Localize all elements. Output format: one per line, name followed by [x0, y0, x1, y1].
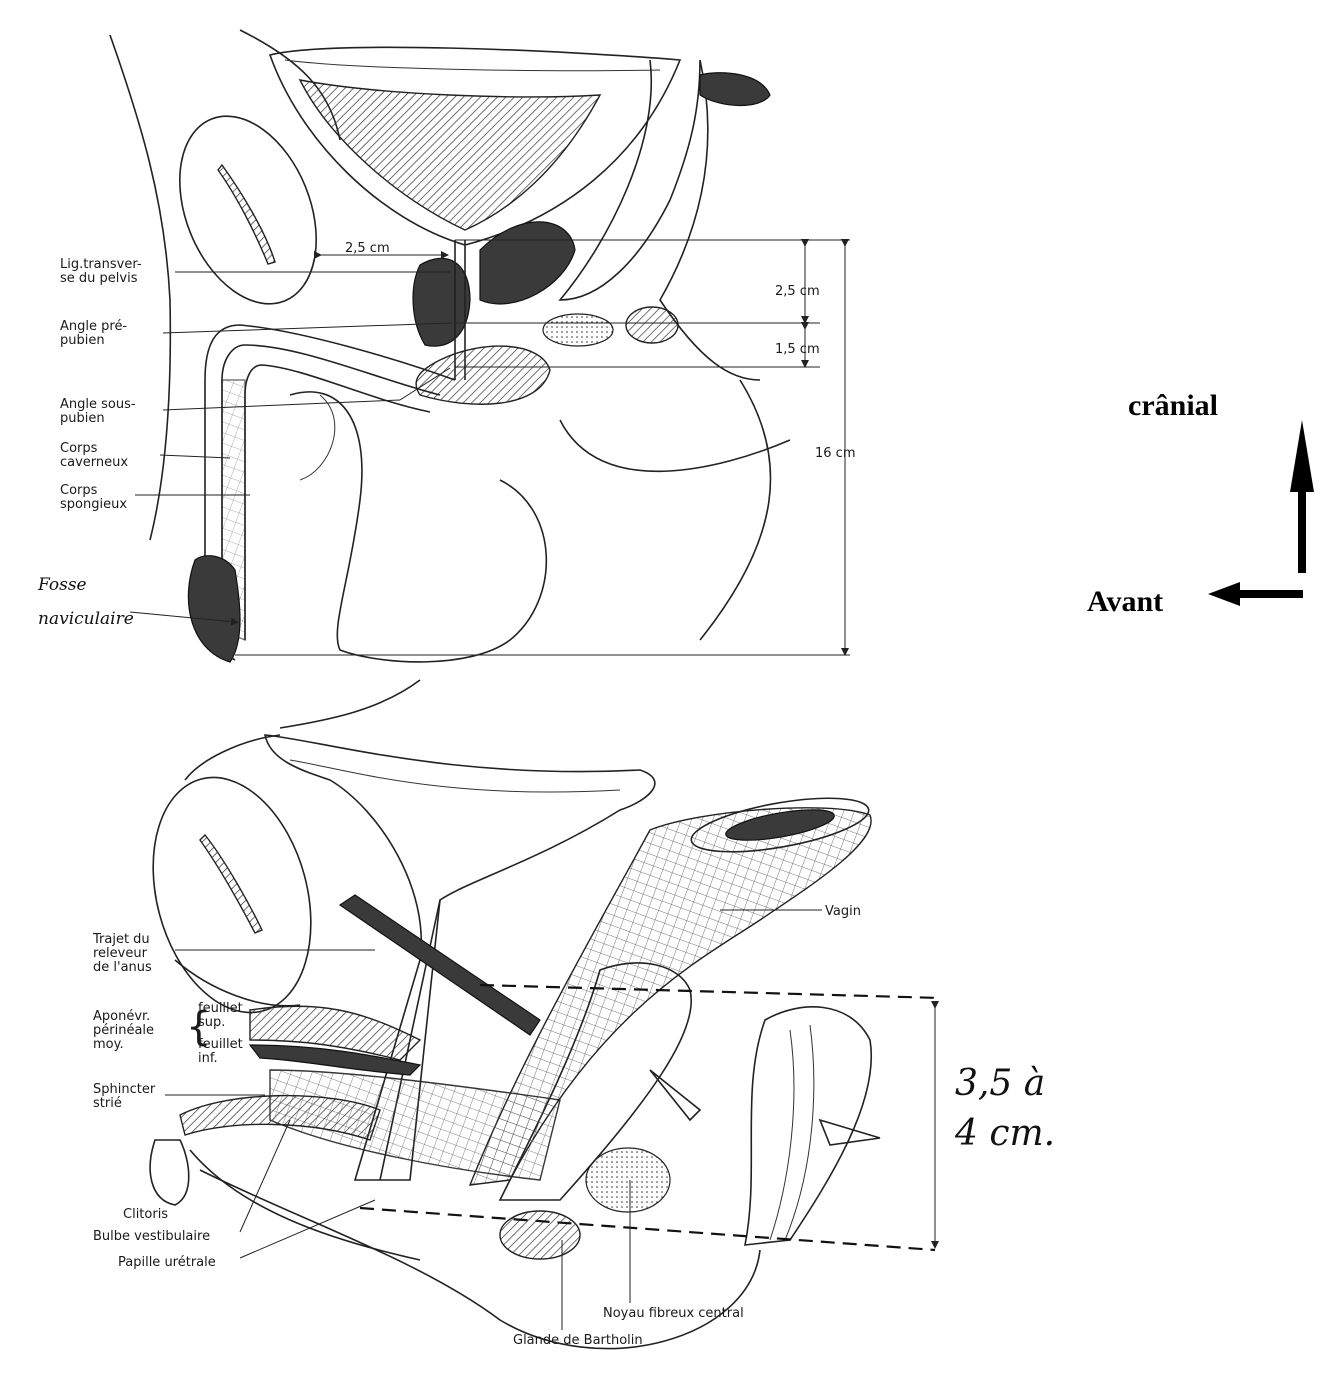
label-angle-prepubien: Angle pré- pubien: [60, 319, 131, 348]
perineal-body: [586, 1148, 670, 1212]
bartholin-gland: [500, 1211, 580, 1259]
label-corps-spongieux: Corps spongieux: [60, 483, 127, 512]
arrow-left-shaft: [1235, 590, 1303, 598]
measure-2-5-width: 2,5 cm: [345, 241, 390, 256]
measure-16: 16 cm: [815, 446, 856, 461]
male-figure: [110, 30, 790, 662]
label-avant: Avant: [1087, 585, 1163, 618]
vestibular-bulb: [180, 1096, 380, 1140]
female-pubic-bone: [128, 760, 335, 1031]
label-feuillet-inf: feuillet inf.: [198, 1037, 247, 1066]
male-measurements: 2,5 cm 2,5 cm 1,5 cm 16 cm: [235, 240, 856, 655]
label-fosse-naviculaire: Fosse naviculaire: [37, 575, 134, 629]
svg-text:3,5 à 4 cm.: 3,5 à 4 cm.: [954, 1063, 1057, 1154]
clitoris: [150, 1140, 189, 1205]
label-cranial: crânial: [1128, 389, 1218, 422]
female-figure: [128, 680, 940, 1349]
label-feuillet-sup: feuillet sup.: [198, 1001, 247, 1030]
arrow-left-icon: [1208, 582, 1240, 606]
label-papille: Papille urétrale: [118, 1255, 216, 1270]
female-measurement: 3,5 à 4 cm.: [954, 1063, 1057, 1154]
label-clitoris: Clitoris: [123, 1207, 168, 1222]
label-bulbe: Bulbe vestibulaire: [93, 1229, 210, 1244]
orientation-indicator: crânial Avant: [1087, 389, 1314, 618]
label-angle-souspubien: Angle sous- pubien: [60, 397, 140, 426]
rectum: [745, 1007, 871, 1245]
measure-1-5: 1,5 cm: [775, 342, 820, 357]
label-lig-transverse: Lig.transver- se du pelvis: [60, 257, 146, 286]
glans: [188, 556, 240, 662]
label-vagin: Vagin: [825, 904, 861, 919]
arrow-up-shaft: [1298, 488, 1306, 573]
bulbourethral-gland: [543, 314, 613, 346]
label-trajet-releveur: Trajet du releveur de l'anus: [92, 932, 154, 975]
measure-2-5-height: 2,5 cm: [775, 284, 820, 299]
urethral-bulb: [416, 346, 550, 404]
arrow-up-icon: [1290, 420, 1314, 492]
label-corps-caverneux: Corps caverneux: [60, 441, 128, 470]
label-aponevrose: Aponévr. périnéale moy.: [93, 1009, 158, 1052]
label-sphincter: Sphincter strié: [93, 1082, 159, 1111]
label-noyau: Noyau fibreux central: [603, 1306, 744, 1321]
label-glande: Glande de Bartholin: [513, 1333, 643, 1348]
